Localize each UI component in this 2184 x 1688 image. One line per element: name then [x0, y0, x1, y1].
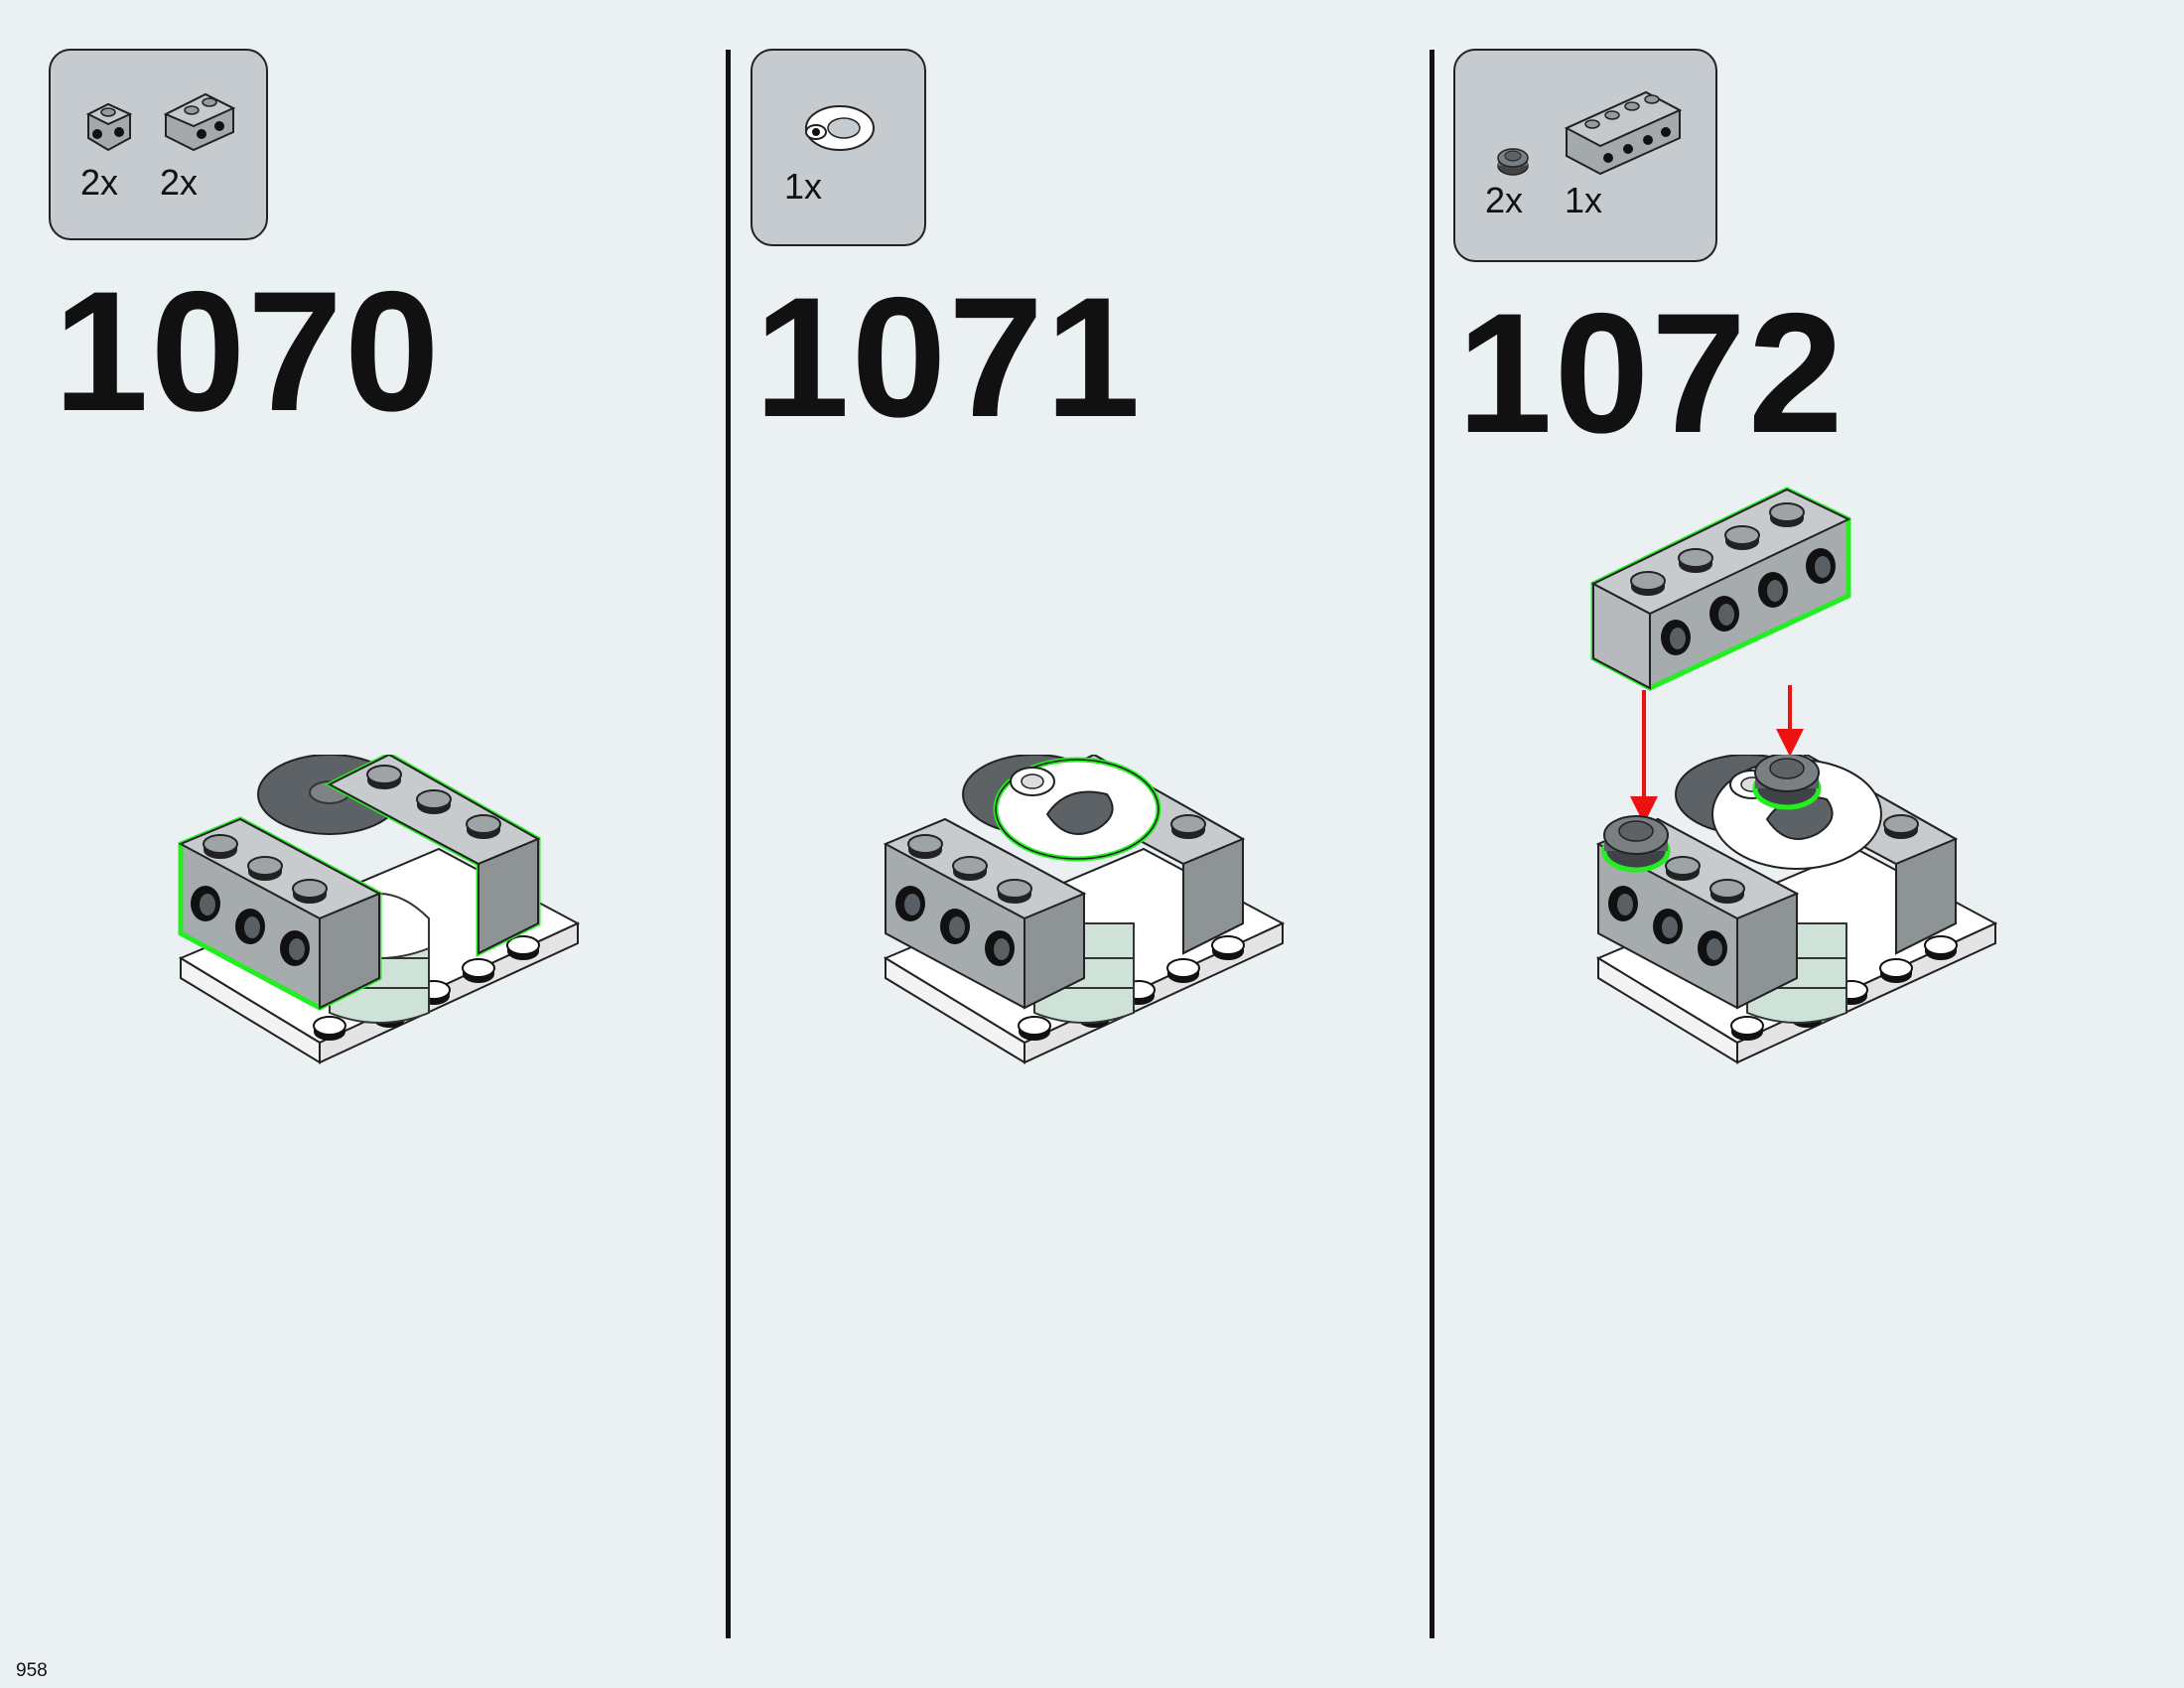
step-number: 1071 — [754, 262, 1143, 453]
step-divider-left — [726, 50, 731, 1638]
part-quantity: 2x — [1485, 180, 1524, 220]
part-quantity: 1x — [1565, 180, 1603, 220]
round-plate-1x1-dark-icon — [1497, 148, 1529, 176]
brick-1x4-side-studs-icon — [1564, 90, 1683, 176]
model-step-1071 — [883, 755, 1284, 1063]
placement-arrows — [1630, 685, 1804, 824]
model-step-1072 — [1595, 755, 1996, 1063]
step-number: 1072 — [1457, 278, 1845, 469]
round-plate-ring-icon — [805, 105, 875, 151]
step-number: 1070 — [54, 256, 442, 447]
parts-callout-step-1070: 2x 2x — [49, 49, 268, 240]
parts-callout-step-1072: 2x 1x — [1453, 49, 1717, 262]
part-quantity: 2x — [80, 162, 119, 203]
brick-1x2-side-studs-icon — [163, 92, 236, 152]
part-quantity: 2x — [160, 162, 199, 203]
step-divider-right — [1430, 50, 1434, 1638]
floating-brick-1x4 — [1590, 487, 1851, 691]
model-step-1070 — [178, 755, 579, 1063]
page-number: 958 — [16, 1660, 48, 1681]
parts-callout-step-1071: 1x — [751, 49, 926, 246]
part-quantity: 1x — [784, 166, 823, 207]
brick-1x1-side-studs-icon — [85, 102, 133, 152]
